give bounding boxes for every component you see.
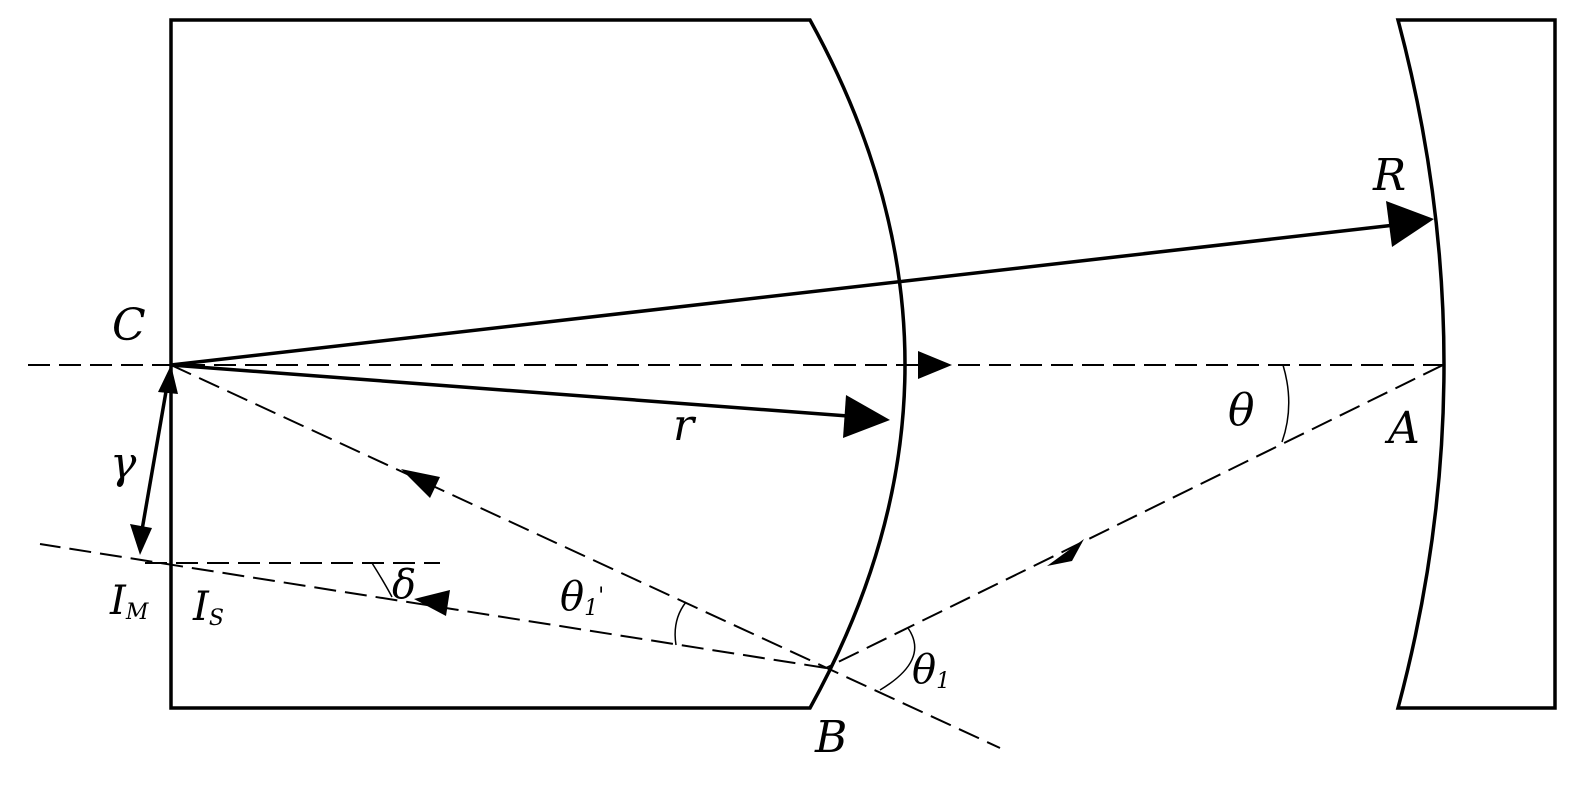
ray-a-b-arrowhead (1047, 539, 1084, 566)
label-delta: δ (392, 562, 416, 608)
refracted-ray (39, 543, 827, 669)
refracted-ray-arrowhead (414, 590, 450, 616)
theta-angle-arc (1281, 364, 1290, 443)
label-B: B (814, 712, 847, 763)
label-theta1-prime-sub: 1 (584, 596, 598, 621)
label-I-M: IM (109, 578, 149, 625)
label-I-M-main: I (109, 578, 127, 624)
gamma-arrow-line (140, 379, 170, 531)
label-R: R (1372, 150, 1406, 201)
label-theta: θ (1228, 385, 1255, 436)
label-c: C (112, 300, 146, 351)
label-gamma: γ (110, 438, 137, 489)
label-I-S-sub: S (209, 606, 224, 631)
label-theta1-prime-mark: ' (598, 584, 604, 609)
ray-a-to-b (825, 364, 1444, 669)
radius-R-arrow-line (170, 223, 1396, 367)
right-mirror-body (1395, 18, 1557, 710)
label-theta1-sub: 1 (936, 669, 950, 694)
label-I-S: IS (192, 584, 224, 631)
label-theta1-prime-main: θ (560, 574, 584, 620)
axis-arrowhead (918, 351, 952, 379)
radius-r-arrow-line (170, 363, 849, 418)
label-theta1: θ1 (912, 647, 950, 694)
delta-angle-arc (371, 562, 393, 598)
label-A: A (1384, 403, 1420, 454)
label-theta1-prime: θ1' (560, 574, 604, 621)
label-r: r (673, 400, 697, 451)
radius-R-arrowhead (1386, 201, 1434, 247)
label-I-M-sub: M (125, 600, 149, 625)
theta1-angle-arc (879, 627, 916, 691)
gamma-arrowhead-top (158, 365, 178, 394)
theta1-prime-angle-arc (674, 601, 687, 646)
line-c-b (170, 364, 1001, 749)
label-theta1-main: θ (912, 647, 936, 693)
label-I-S-main: I (192, 584, 210, 630)
left-mirror-body (169, 18, 907, 710)
gamma-arrowhead-bottom (130, 524, 152, 555)
ray-b-c-arrowhead (401, 469, 440, 498)
radius-r-arrowhead (843, 395, 890, 438)
